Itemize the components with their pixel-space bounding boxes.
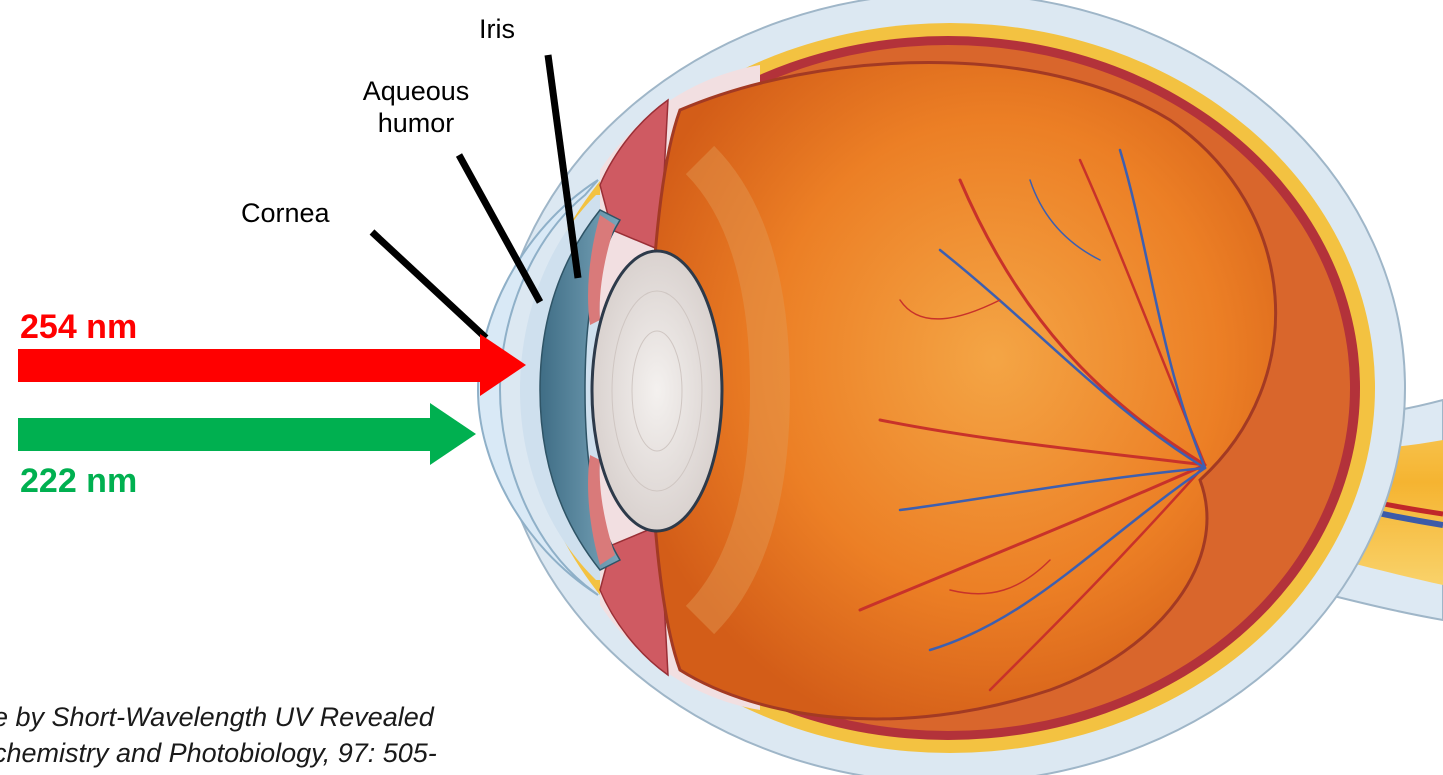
aqueous-humor-label: Aqueous humor bbox=[346, 76, 486, 140]
wavelength-254-label: 254 nm bbox=[20, 308, 137, 347]
aqueous-pointer bbox=[459, 155, 540, 302]
wavelength-222-label: 222 nm bbox=[20, 462, 137, 501]
citation-line-1: ge by Short-Wavelength UV Revealed bbox=[0, 700, 738, 736]
citation: ge by Short-Wavelength UV Revealed ochem… bbox=[0, 700, 738, 772]
iris-label: Iris bbox=[479, 14, 515, 46]
cornea-pointer bbox=[372, 232, 486, 338]
arrow-222nm bbox=[18, 403, 476, 465]
cornea-label: Cornea bbox=[241, 198, 330, 230]
citation-line-2: ochemistry and Photobiology, 97: 505- bbox=[0, 736, 738, 772]
